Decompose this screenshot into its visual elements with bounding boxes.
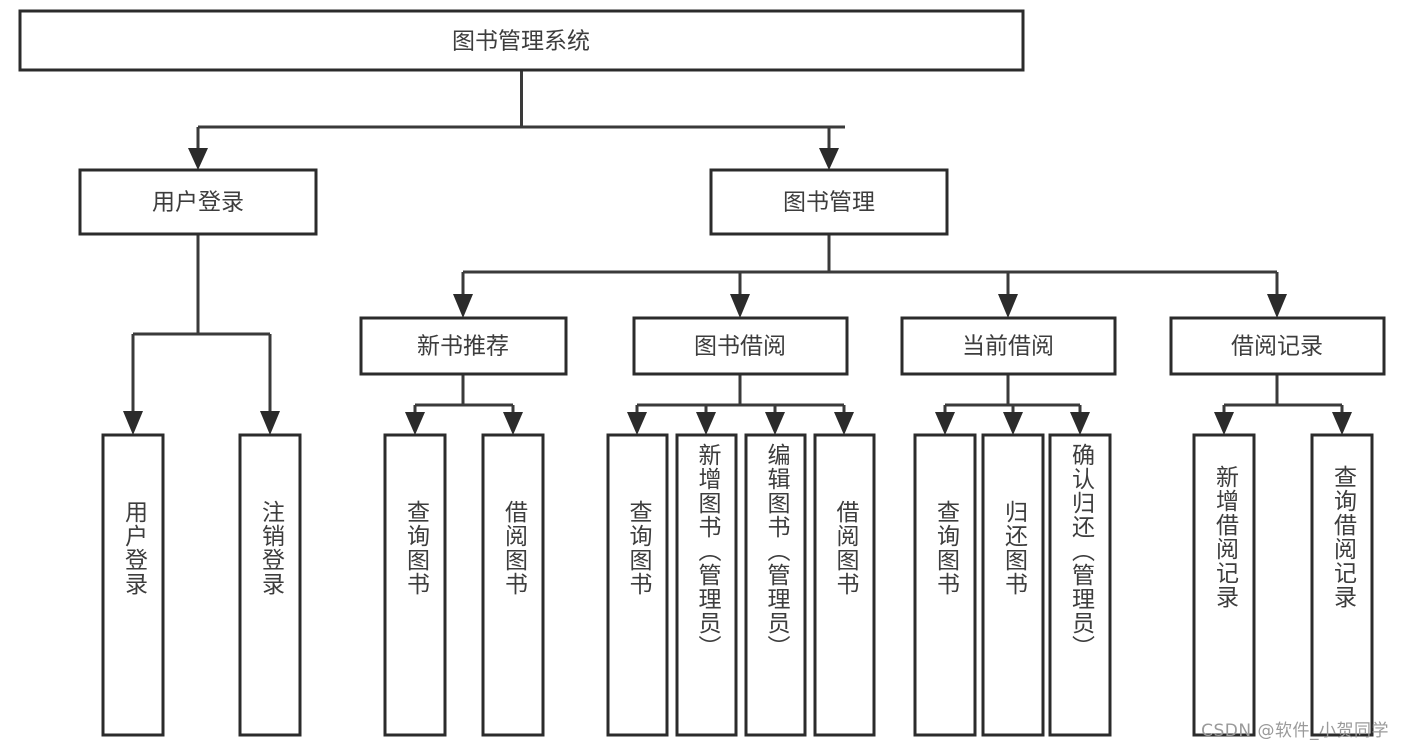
leaf-box-user-logout[interactable] <box>238 433 302 737</box>
arrow-leaf-return-book <box>1003 412 1023 435</box>
arrow-to-newbook <box>453 294 473 318</box>
label-root: 图书管理系统 <box>452 29 590 55</box>
leaf-box-query-book-3[interactable] <box>913 433 977 737</box>
leaf-box-edit-book[interactable] <box>744 433 807 737</box>
arrow-leaf-confirm-return <box>1070 412 1090 435</box>
watermark-text: CSDN @软件_小贺同学 <box>1201 721 1389 741</box>
node-book-management-box[interactable] <box>709 168 949 236</box>
arrow-to-borrowrecord <box>1267 294 1287 318</box>
leaf-box-confirm-return[interactable] <box>1048 433 1112 737</box>
arrow-leaf-borrow-book-1 <box>503 412 523 435</box>
arrow-to-user-login <box>188 148 208 170</box>
leaf-box-return-book[interactable] <box>981 433 1045 737</box>
arrow-leaf-borrow-book-2 <box>834 412 854 435</box>
connector-group <box>123 70 1352 435</box>
label-book-management: 图书管理 <box>783 190 875 216</box>
leaf-box-add-record[interactable] <box>1192 433 1256 737</box>
node-current-borrow-box[interactable] <box>900 316 1117 376</box>
arrow-leaf-user-logout <box>260 411 280 435</box>
label-borrow-record: 借阅记录 <box>1231 334 1323 360</box>
node-new-book-recommend-box[interactable] <box>359 316 568 376</box>
node-book-borrow-box[interactable] <box>632 316 849 376</box>
label-book-borrow: 图书借阅 <box>694 334 786 360</box>
arrow-leaf-edit-book <box>765 412 785 435</box>
arrow-to-book-management <box>819 148 839 170</box>
node-labels: 图书管理系统 用户登录 图书管理 新书推荐 图书借阅 当前借阅 借阅记录 <box>152 29 1323 360</box>
arrow-leaf-add-record <box>1214 412 1234 435</box>
node-user-login-box[interactable] <box>78 168 318 236</box>
arrow-to-bookborrow <box>730 294 750 318</box>
label-current-borrow: 当前借阅 <box>962 334 1054 360</box>
leaf-box-query-record[interactable] <box>1310 433 1374 737</box>
leaf-box-query-book-2[interactable] <box>606 433 669 737</box>
leaf-boxes <box>101 433 1374 737</box>
leaf-box-user-login[interactable] <box>101 433 165 737</box>
leaf-box-borrow-book-1[interactable] <box>481 433 545 737</box>
node-root-box[interactable] <box>18 9 1025 72</box>
arrow-leaf-add-book <box>696 412 716 435</box>
arrow-leaf-user-login <box>123 411 143 435</box>
arrow-leaf-query-record <box>1332 412 1352 435</box>
node-boxes <box>18 9 1386 376</box>
arrow-to-currentborrow <box>998 294 1018 318</box>
arrow-leaf-query-book-3 <box>935 412 955 435</box>
leaf-box-add-book[interactable] <box>675 433 738 737</box>
node-borrow-record-box[interactable] <box>1169 316 1386 376</box>
arrow-leaf-query-book-1 <box>405 412 425 435</box>
label-user-login: 用户登录 <box>152 190 244 216</box>
arrow-leaf-query-book-2 <box>627 412 647 435</box>
leaf-box-borrow-book-2[interactable] <box>813 433 876 737</box>
label-new-book-recommend: 新书推荐 <box>417 334 509 360</box>
leaf-box-query-book-1[interactable] <box>383 433 447 737</box>
